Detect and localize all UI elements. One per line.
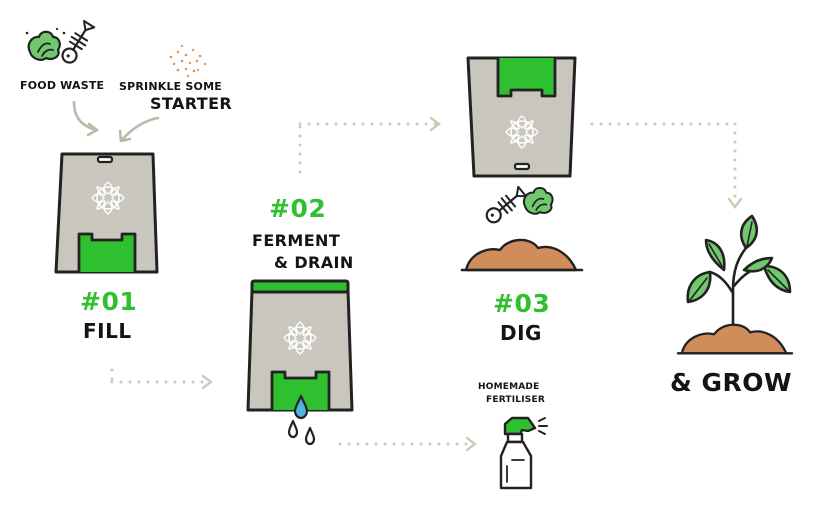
sprinkle-label-line2: STARTER: [150, 94, 233, 113]
soil-mound-icon: [676, 323, 794, 355]
fertiliser-label-line2: FERTILISER: [486, 395, 545, 405]
starter-sprinkle-icon: [169, 44, 207, 78]
bokashi-bin-icon: [246, 279, 354, 412]
lettuce-icon: [27, 30, 61, 61]
step2-number: #02: [269, 194, 327, 223]
fertiliser-label-line1: HOMEMADE: [478, 382, 540, 392]
step2-label-line1: FERMENT: [252, 231, 341, 250]
step2-label-line2: & DRAIN: [274, 253, 354, 272]
step3-label: DIG: [500, 321, 542, 345]
step1-label: FILL: [83, 319, 132, 343]
bokashi-bin-icon: [466, 56, 577, 178]
step1-number: #01: [80, 287, 138, 316]
step3-number: #03: [493, 289, 551, 318]
seedling-plant-icon: [686, 214, 792, 332]
water-drop-icon: [287, 394, 316, 446]
soil-mound-icon: [460, 238, 584, 272]
flow-arrows: [110, 116, 743, 452]
fish-bone-icon: [482, 184, 529, 228]
bokashi-bin-icon: [54, 152, 159, 274]
grow-label: & GROW: [670, 368, 793, 397]
spray-bottle-icon: [499, 416, 548, 490]
input-arrows: [72, 100, 160, 143]
sprinkle-label-line1: SPRINKLE SOME: [119, 80, 222, 93]
food-waste-label: FOOD WASTE: [20, 79, 105, 92]
crumb-dots: [25, 27, 66, 35]
fish-bone-icon: [57, 18, 98, 67]
lettuce-icon: [522, 186, 554, 215]
